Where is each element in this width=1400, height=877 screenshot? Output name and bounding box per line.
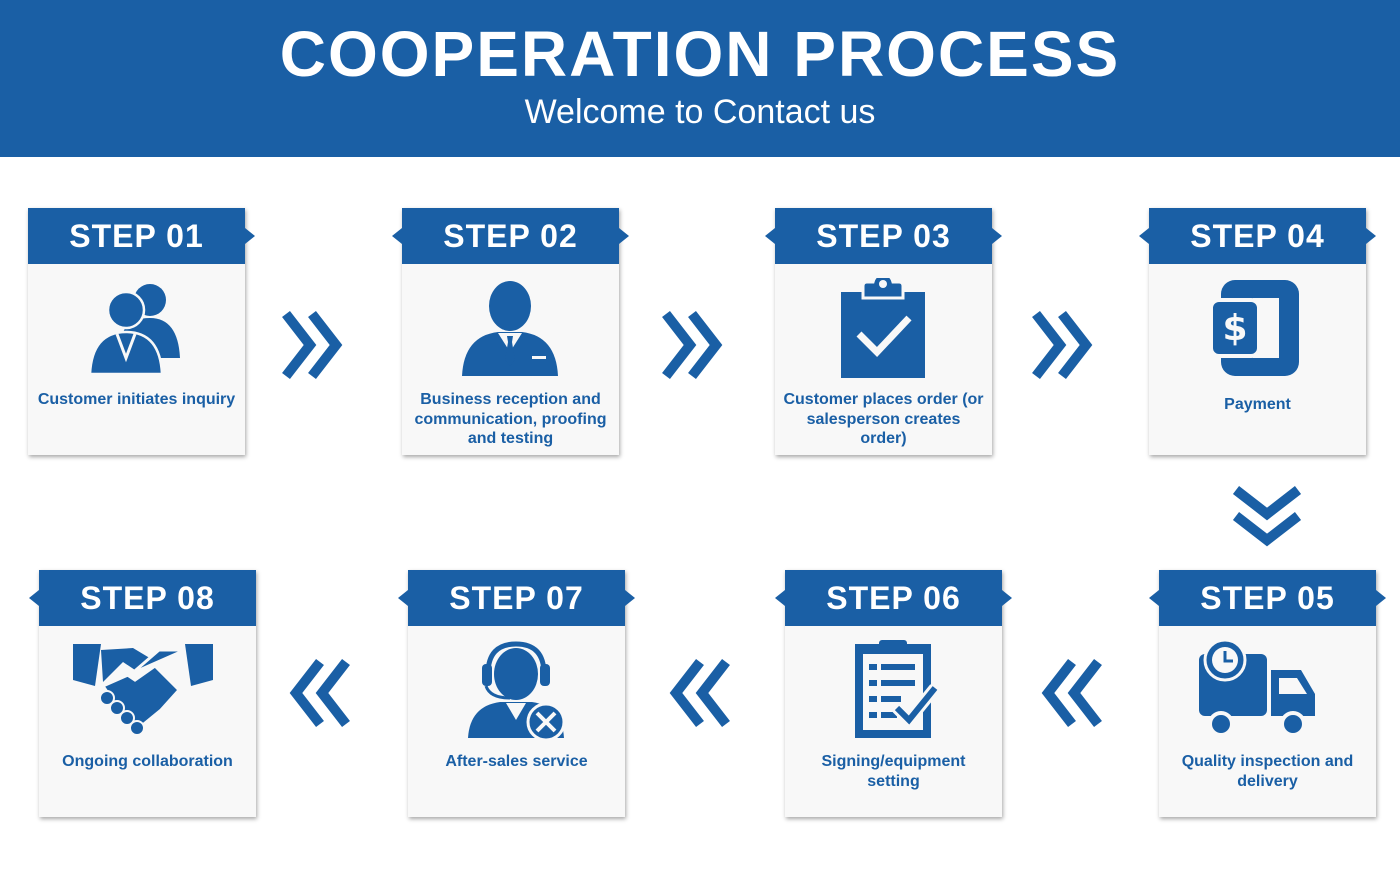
double-chevron-left-icon (1034, 658, 1104, 728)
step-title: STEP 06 (826, 580, 961, 616)
double-chevron-down-icon (1232, 484, 1302, 554)
support-agent-icon (466, 640, 566, 740)
customers-icon (86, 278, 186, 378)
header-tab (765, 228, 775, 244)
handshake-icon (73, 640, 213, 740)
double-chevron-right-icon (1030, 310, 1100, 380)
step-header: STEP 06 (775, 570, 1012, 626)
step-header: STEP 03 (765, 208, 1002, 264)
checklist-icon (843, 640, 943, 740)
clipboard-check-icon (833, 278, 933, 378)
header-tab (29, 590, 39, 606)
step-title: STEP 05 (1200, 580, 1335, 616)
header-tab (1149, 590, 1159, 606)
svg-text:$: $ (1222, 308, 1247, 349)
header-tab (398, 590, 408, 606)
double-chevron-left-icon (282, 658, 352, 728)
header-tab (1139, 228, 1149, 244)
step-header: STEP 01 (28, 208, 255, 264)
header-tab (619, 228, 629, 244)
header-tab (1366, 228, 1376, 244)
step-card-02: STEP 02 Business reception and communica… (392, 208, 629, 455)
double-chevron-left-icon (662, 658, 732, 728)
step-header: STEP 08 (29, 570, 256, 626)
double-chevron-right-icon (660, 310, 730, 380)
step-card-07: STEP 07 After-sales service (398, 570, 635, 817)
step-header: STEP 04 (1139, 208, 1376, 264)
double-chevron-right-icon (280, 310, 350, 380)
step-header: STEP 07 (398, 570, 635, 626)
header-tab (392, 228, 402, 244)
step-label: Ongoing collaboration (62, 753, 233, 770)
step-card-06: STEP 06 Signing/equipment setting (775, 570, 1012, 817)
header-tab (992, 228, 1002, 244)
step-title: STEP 08 (80, 580, 215, 616)
step-label: Signing/equipment setting (821, 753, 966, 790)
step-title: STEP 01 (69, 218, 204, 254)
step-card-05: STEP 05 Quality inspection and delivery (1149, 570, 1386, 817)
step-label: Payment (1224, 396, 1291, 413)
step-title: STEP 07 (449, 580, 584, 616)
header-tab (625, 590, 635, 606)
delivery-truck-icon (1197, 640, 1317, 740)
step-label: Business reception and communication, pr… (414, 391, 607, 447)
step-title: STEP 04 (1190, 218, 1325, 254)
header-tab (775, 590, 785, 606)
header-tab (245, 228, 255, 244)
step-card-04: STEP 04 $ Payment (1139, 208, 1376, 455)
step-header: STEP 02 (392, 208, 629, 264)
page-subtitle: Welcome to Contact us (524, 93, 876, 131)
header-tab (1376, 590, 1386, 606)
step-title: STEP 02 (443, 218, 578, 254)
step-label: Quality inspection and delivery (1181, 753, 1354, 790)
step-label: Customer initiates inquiry (37, 391, 236, 408)
step-card-01: STEP 01 Customer initiates inquiry (28, 208, 255, 455)
payment-icon: $ (1207, 278, 1307, 378)
step-header: STEP 05 (1149, 570, 1386, 626)
businessman-icon (460, 278, 560, 378)
step-label: Customer places order (or salesperson cr… (783, 391, 984, 447)
page-title: COOPERATION PROCESS (279, 18, 1121, 90)
step-title: STEP 03 (816, 218, 951, 254)
step-card-03: STEP 03 Customer places order (or salesp… (765, 208, 1002, 455)
header-banner: COOPERATION PROCESS Welcome to Contact u… (0, 0, 1400, 157)
step-card-08: STEP 08 Ongoing collaboration (29, 570, 256, 817)
header-tab (1002, 590, 1012, 606)
step-label: After-sales service (445, 753, 588, 770)
